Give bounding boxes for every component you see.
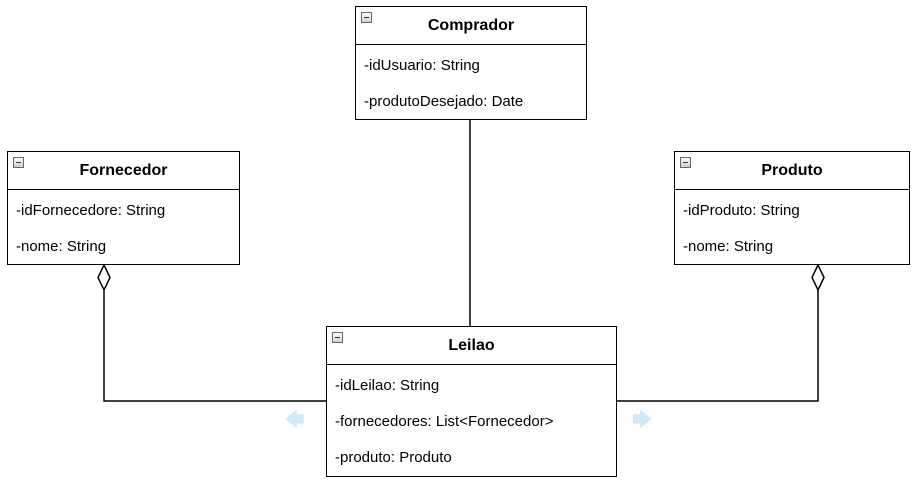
aggregation-diamond-produto — [811, 263, 825, 292]
connect-right-arrow-icon[interactable]: 🡆 — [632, 409, 653, 431]
class-fornecedor-attributes: -idFornecedore: String -nome: String — [8, 190, 239, 265]
class-comprador-attributes: -idUsuario: String -produtoDesejado: Dat… — [356, 45, 586, 120]
class-fornecedor[interactable]: Fornecedor -idFornecedore: String -nome:… — [7, 151, 240, 265]
class-leilao-name: Leilao — [448, 337, 495, 354]
collapse-icon[interactable] — [332, 332, 343, 343]
collapse-icon[interactable] — [680, 157, 691, 168]
class-leilao-attributes: -idLeilao: String -fornecedores: List<Fo… — [327, 365, 616, 476]
class-leilao[interactable]: Leilao -idLeilao: String -fornecedores: … — [326, 326, 617, 477]
class-produto-attributes: -idProduto: String -nome: String — [675, 190, 909, 265]
class-comprador-name: Comprador — [427, 17, 515, 34]
connect-left-arrow-icon[interactable]: 🡄 — [284, 409, 305, 431]
attribute-row[interactable]: -idProduto: String — [683, 202, 800, 219]
attribute-row[interactable]: -idLeilao: String — [335, 377, 440, 394]
aggregation-leilao-produto[interactable] — [616, 290, 819, 402]
class-fornecedor-header[interactable]: Fornecedor — [8, 152, 239, 190]
class-produto[interactable]: Produto -idProduto: String -nome: String — [674, 151, 910, 265]
aggregation-diamond-fornecedor — [97, 263, 111, 292]
attribute-row[interactable]: -nome: String — [683, 238, 774, 255]
attribute-row[interactable]: -produto: Produto — [335, 449, 452, 466]
class-fornecedor-name: Fornecedor — [79, 162, 168, 179]
class-leilao-header[interactable]: Leilao — [327, 327, 616, 365]
aggregation-leilao-fornecedor[interactable] — [103, 290, 326, 402]
attribute-row[interactable]: -idFornecedore: String — [16, 202, 166, 219]
class-produto-name: Produto — [761, 162, 823, 179]
class-comprador-header[interactable]: Comprador — [356, 7, 586, 45]
attribute-row[interactable]: -produtoDesejado: Date — [364, 93, 524, 110]
class-comprador[interactable]: Comprador -idUsuario: String -produtoDes… — [355, 6, 587, 120]
collapse-icon[interactable] — [13, 157, 24, 168]
class-produto-header[interactable]: Produto — [675, 152, 909, 190]
collapse-icon[interactable] — [361, 12, 372, 23]
attribute-row[interactable]: -fornecedores: List<Fornecedor> — [335, 413, 554, 430]
attribute-row[interactable]: -nome: String — [16, 238, 107, 255]
attribute-row[interactable]: -idUsuario: String — [364, 57, 480, 74]
